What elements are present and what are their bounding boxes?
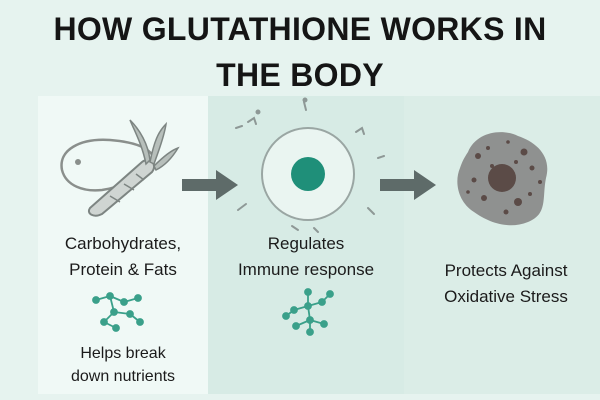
step-panel-digestion xyxy=(38,96,208,394)
step1-label-line2: Protein & Fats xyxy=(69,260,177,279)
immune-cell-icon xyxy=(235,97,385,233)
step3-label-line2: Oxidative Stress xyxy=(444,287,568,306)
step1-label-line1: Carbohydrates, xyxy=(64,234,182,253)
food-carrot-fish-icon xyxy=(60,119,180,217)
oxidized-cell-icon xyxy=(457,132,548,226)
page-title: HOW GLUTATHIONE WORKS IN THE BODY xyxy=(0,6,600,98)
step1-caption-line1: Helps break xyxy=(80,345,166,362)
step1-caption-line2: down nutrients xyxy=(70,368,176,385)
step2-label-line1: Regulates xyxy=(267,234,345,253)
arrow-icon-step1-to-step2 xyxy=(182,170,238,200)
step2-label-line2: Immune response xyxy=(237,260,375,279)
arrow-icon-step2-to-step3 xyxy=(380,170,436,200)
step3-label-line1: Protects Against xyxy=(444,261,568,280)
step3-label: Protects Against Oxidative Stress xyxy=(418,258,594,310)
molecule-icon xyxy=(92,292,144,332)
step2-label: Regulates Immune response xyxy=(188,231,424,283)
molecule-icon xyxy=(282,288,334,336)
title-line-2: THE BODY xyxy=(216,57,384,93)
title-line-1: HOW GLUTATHIONE WORKS IN xyxy=(53,11,547,47)
step1-label: Carbohydrates, Protein & Fats xyxy=(38,231,208,283)
step1-caption: Helps break down nutrients xyxy=(38,342,208,388)
